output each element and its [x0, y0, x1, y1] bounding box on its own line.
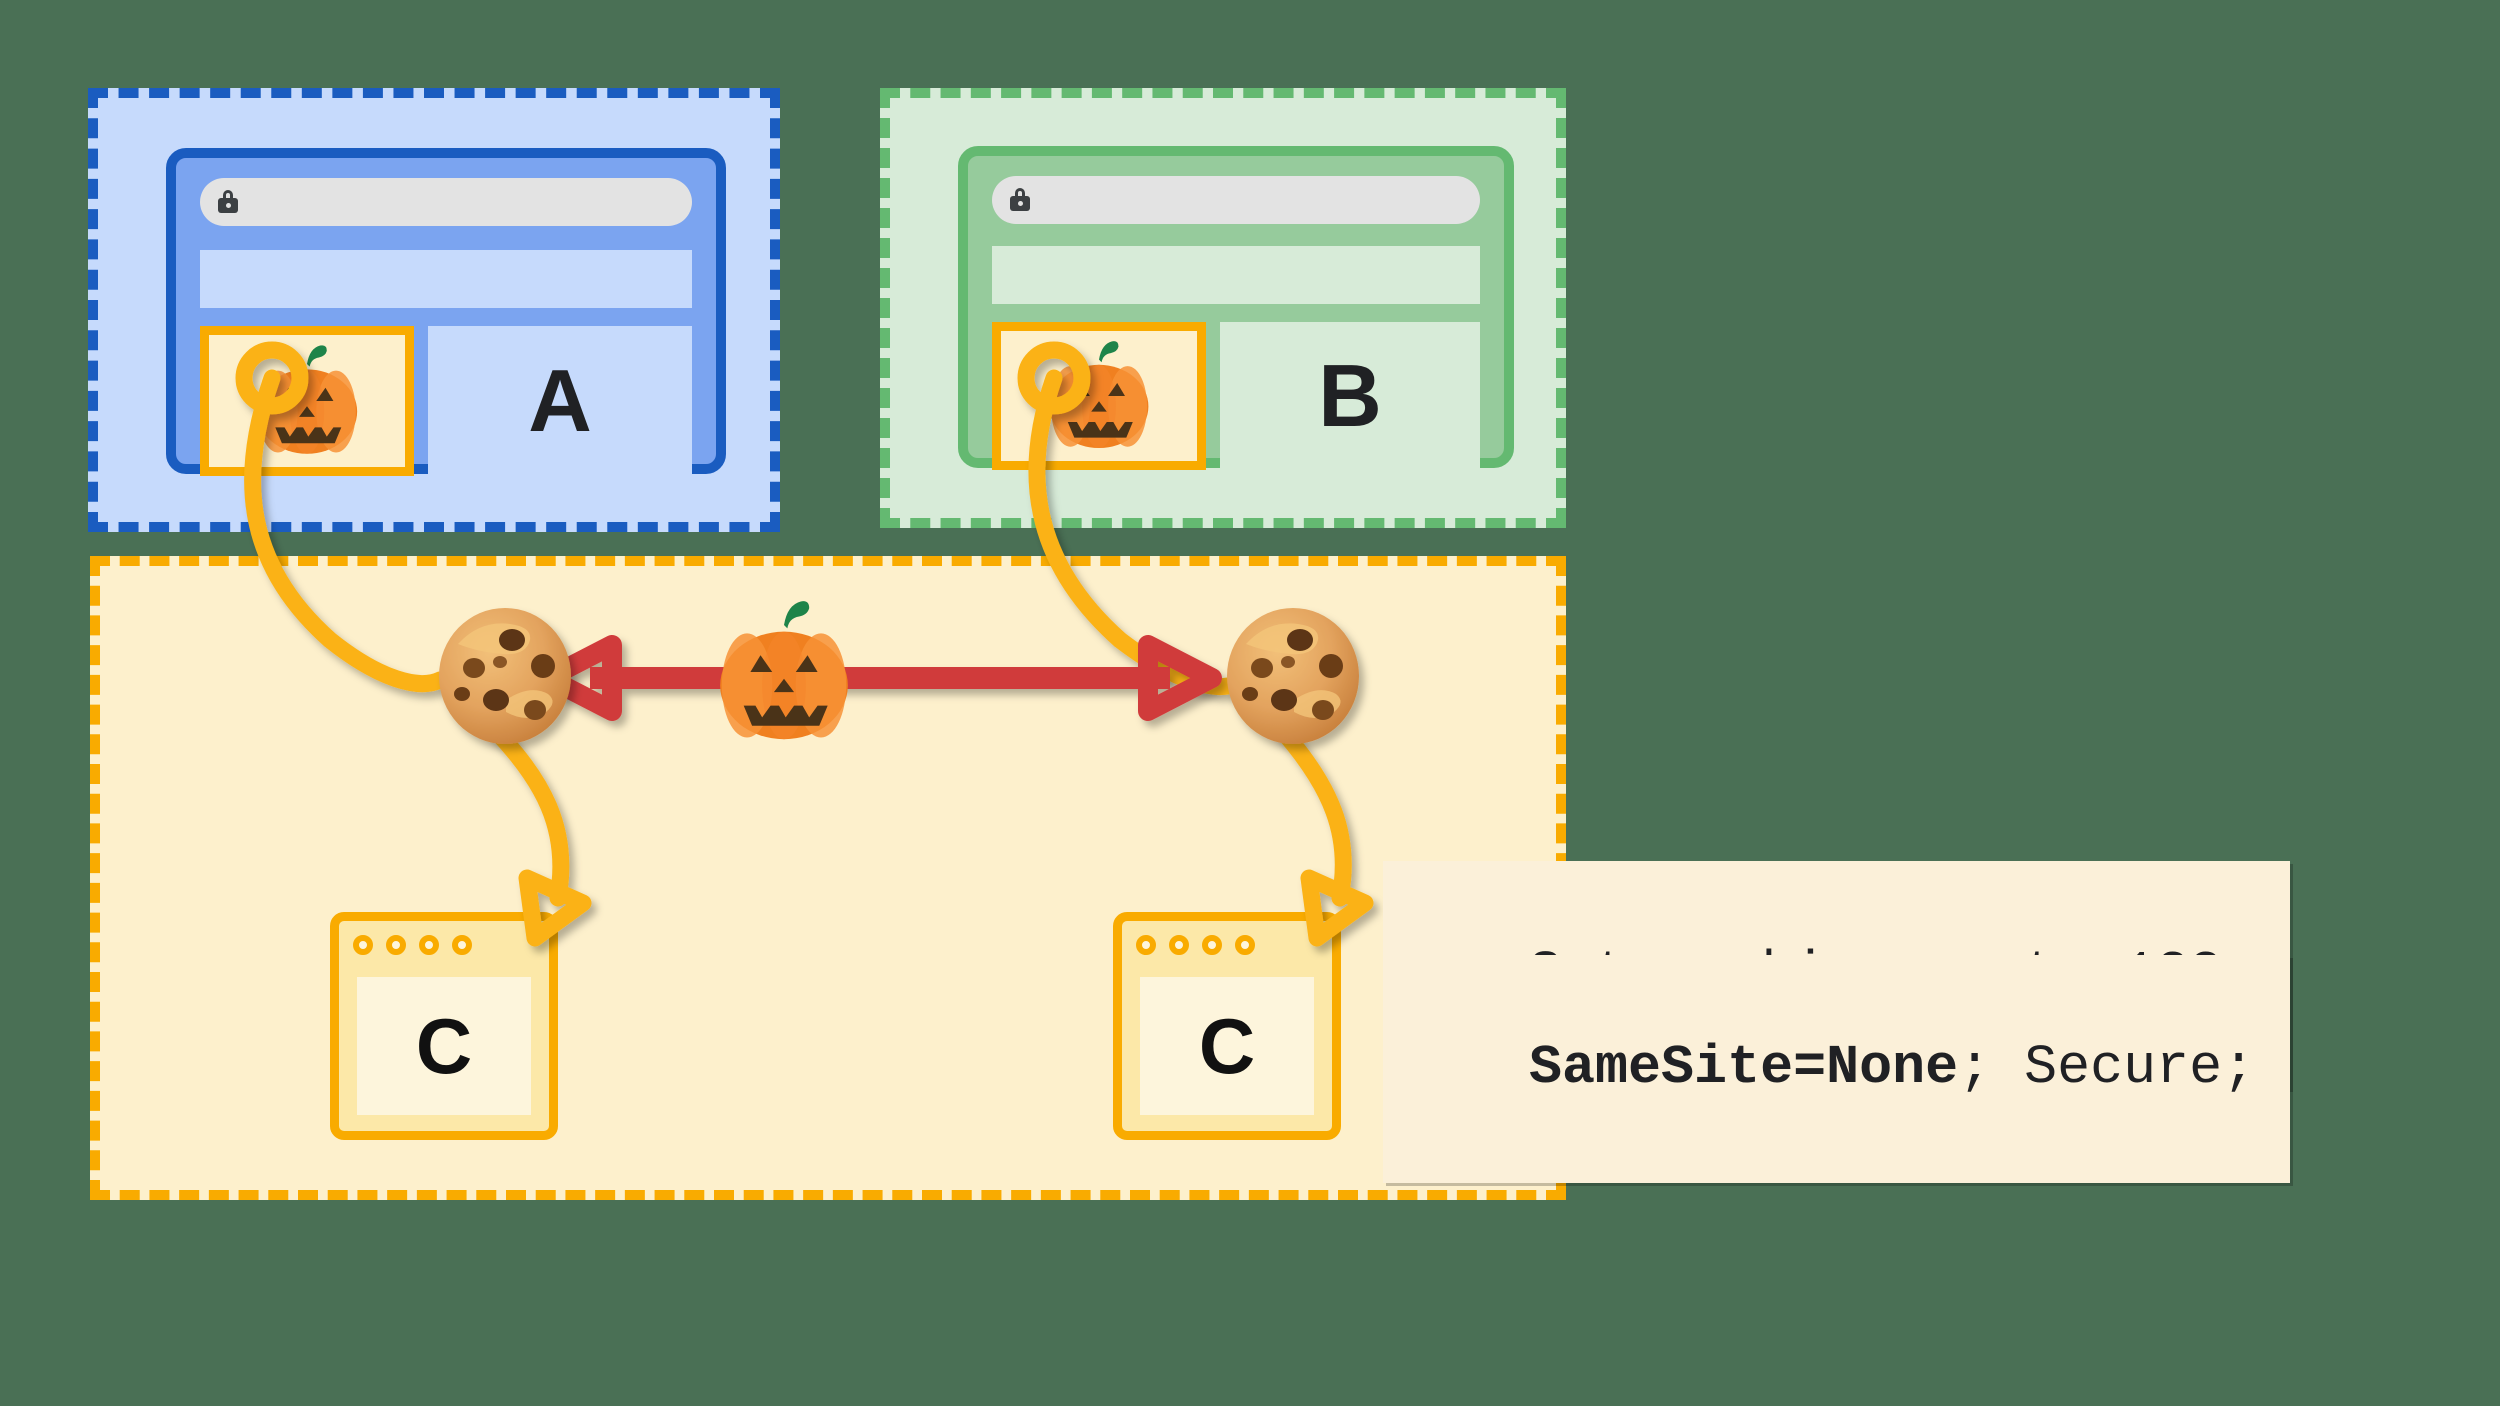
url-bar-a[interactable]: [200, 178, 692, 226]
server-screen-left: C: [357, 977, 531, 1115]
site-label-a: A: [528, 351, 592, 450]
context-box-site-b: B: [880, 88, 1566, 528]
window-dot-icon: [1169, 935, 1189, 955]
site-label-b: B: [1318, 346, 1382, 445]
context-box-site-a: A: [88, 88, 780, 532]
server-window-c-left: C: [330, 912, 558, 1140]
callout-samesite-none-text: SameSite=None: [1529, 1036, 1959, 1099]
content-row-b: B: [992, 322, 1480, 470]
pumpkin-icon: [256, 345, 358, 454]
server-screen-right: C: [1140, 977, 1314, 1115]
url-bar-b[interactable]: [992, 176, 1480, 224]
callout-set-cookie-line2: SameSite=None; Secure;: [1383, 955, 2290, 1183]
window-dot-icon: [386, 935, 406, 955]
server-label-c-left: C: [415, 1002, 473, 1090]
window-dot-icon: [353, 935, 373, 955]
content-strip-b: [992, 246, 1480, 304]
server-label-c-right: C: [1198, 1002, 1256, 1090]
callout-secure-text: ; Secure;: [1958, 1036, 2256, 1099]
window-dot-icon: [452, 935, 472, 955]
page-label-box-b: B: [1220, 322, 1480, 470]
browser-window-b: B: [958, 146, 1514, 470]
context-box-site-c: [90, 556, 1566, 1200]
window-dot-icon: [1235, 935, 1255, 955]
page-label-box-a: A: [428, 326, 692, 476]
server-dots-right: [1136, 935, 1255, 955]
lock-icon: [218, 190, 238, 214]
window-dot-icon: [1136, 935, 1156, 955]
server-dots-left: [353, 935, 472, 955]
window-dot-icon: [419, 935, 439, 955]
embedded-media-a: [200, 326, 414, 476]
browser-window-a: A: [166, 148, 726, 476]
content-row-a: A: [200, 326, 692, 476]
embedded-media-b: [992, 322, 1206, 470]
window-dot-icon: [1202, 935, 1222, 955]
server-window-c-right: C: [1113, 912, 1341, 1140]
content-strip-a: [200, 250, 692, 308]
pumpkin-icon: [1049, 341, 1149, 448]
lock-icon: [1010, 188, 1030, 212]
